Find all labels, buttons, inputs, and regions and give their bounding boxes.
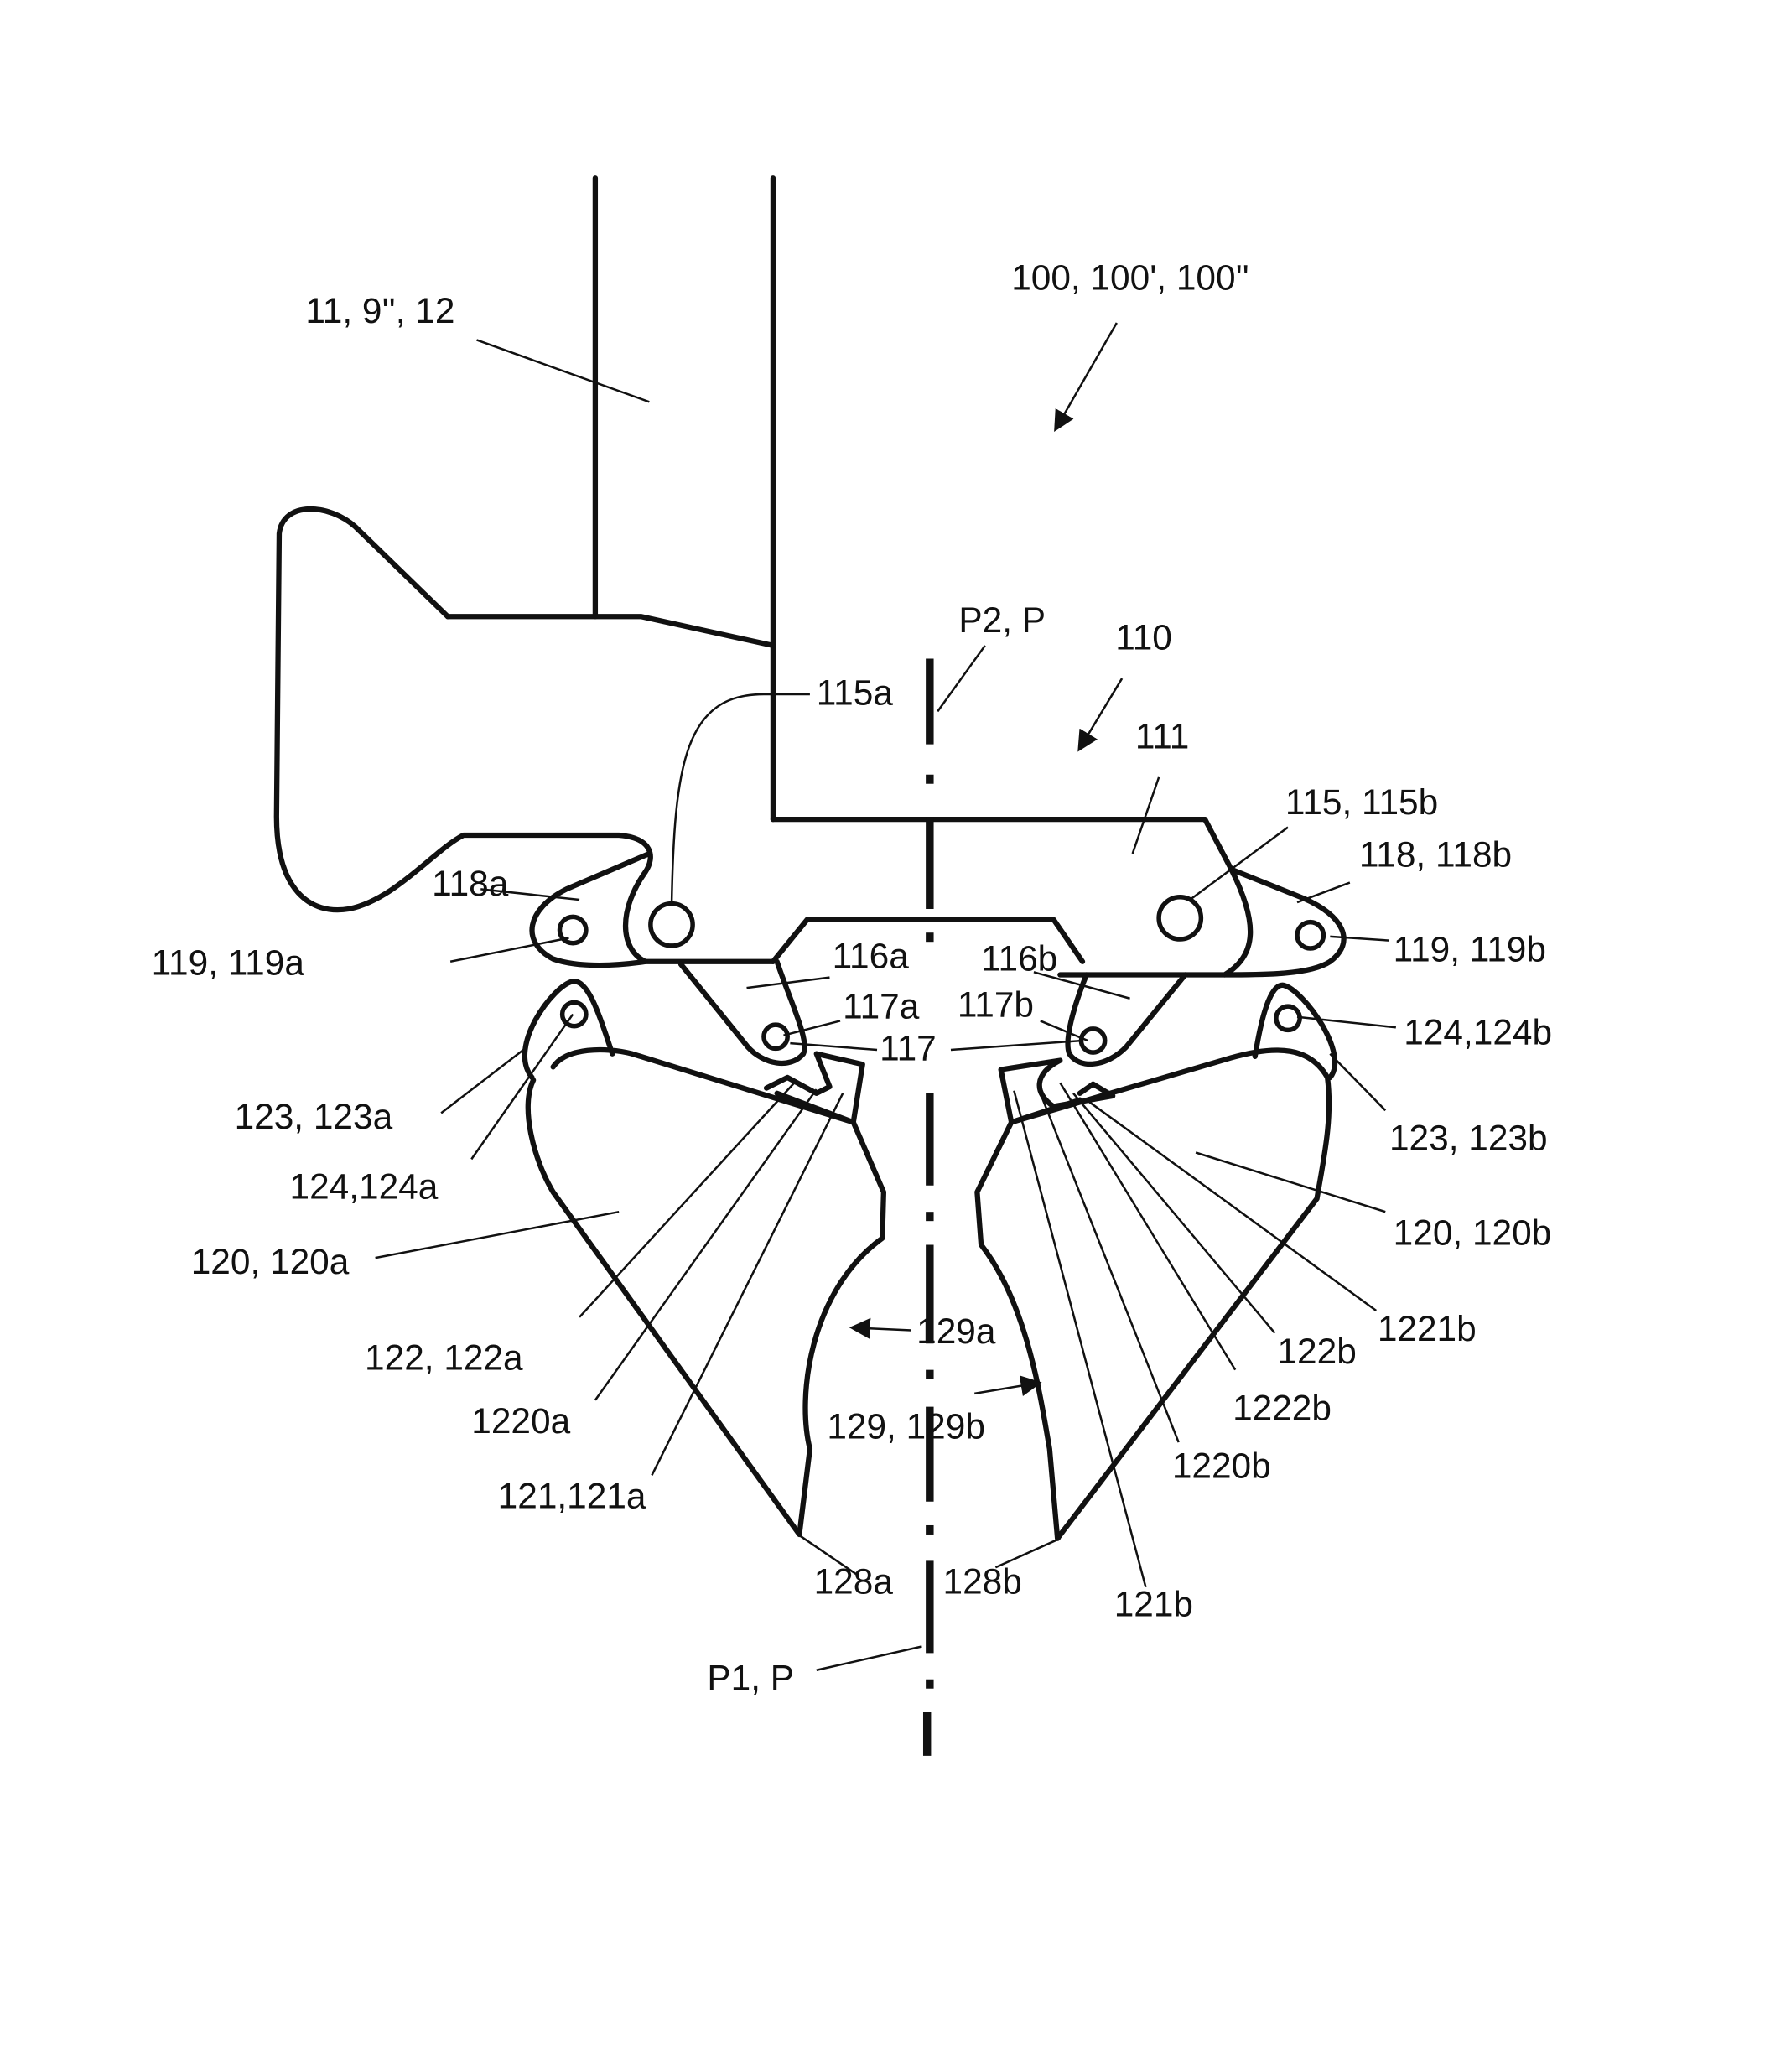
pins [557,895,1326,1055]
pin-117b [1078,1026,1108,1055]
jaw-120a [522,979,887,1538]
label-1221b: 1221b [1378,1309,1477,1348]
label-123b: 123, 123b [1389,1118,1548,1157]
jaw-120b [974,982,1338,1541]
label-p1: P1, P [707,1658,794,1697]
pin-115a [648,901,695,948]
label-122b: 122b [1277,1332,1356,1371]
label-120b: 120, 120b [1394,1213,1552,1252]
label-115b: 115, 115b [1285,782,1438,822]
label-1220a: 1220a [471,1401,570,1441]
label-1222b: 1222b [1233,1388,1332,1427]
label-111: 111 [1135,716,1189,756]
label-117a: 117a [843,986,920,1026]
label-129b: 129, 129b [827,1406,985,1446]
pin-124b [1274,1004,1302,1033]
label-119a: 119, 119a [152,943,305,982]
pin-117a [761,1022,790,1052]
label-116a: 116a [833,937,910,976]
arm-116b [1065,972,1188,1067]
pin-119a [557,914,589,946]
label-128a: 128a [814,1562,894,1602]
center-axis [922,658,934,1756]
label-124a: 124,124a [290,1166,439,1206]
label-housing: 11, 9'', 12 [305,291,454,330]
reference-labels: 100, 100', 100'' 11, 9'', 12 P2, P 110 1… [152,258,1552,1698]
housing [273,175,1254,978]
pin-115b [1156,895,1204,942]
label-129a: 129a [916,1311,996,1351]
pin-119b [1295,919,1326,951]
label-1220b: 1220b [1172,1446,1271,1485]
label-124b: 124,124b [1404,1013,1552,1052]
label-117: 117 [880,1029,937,1068]
label-128b: 128b [943,1562,1022,1602]
label-119b: 119, 119b [1394,930,1546,969]
label-118a: 118a [432,864,509,903]
label-120a: 120, 120a [191,1242,350,1281]
label-122a: 122, 122a [365,1338,523,1378]
label-110: 110 [1115,618,1172,657]
link-118b [1222,866,1347,978]
plate-116 [770,917,1086,964]
label-117b: 117b [958,985,1034,1025]
label-121a: 121,121a [498,1477,646,1516]
link-118a [529,850,652,968]
label-115a: 115a [817,672,894,712]
label-116b: 116b [981,939,1057,979]
pin-124a [559,1000,589,1029]
arm-116a [677,958,807,1067]
label-121b: 121b [1114,1584,1193,1623]
label-assembly: 100, 100', 100'' [1011,258,1249,298]
label-p2: P2, P [958,600,1046,640]
label-118b: 118, 118b [1359,835,1512,875]
leader-lines [375,322,1396,1671]
label-123a: 123, 123a [235,1097,393,1136]
